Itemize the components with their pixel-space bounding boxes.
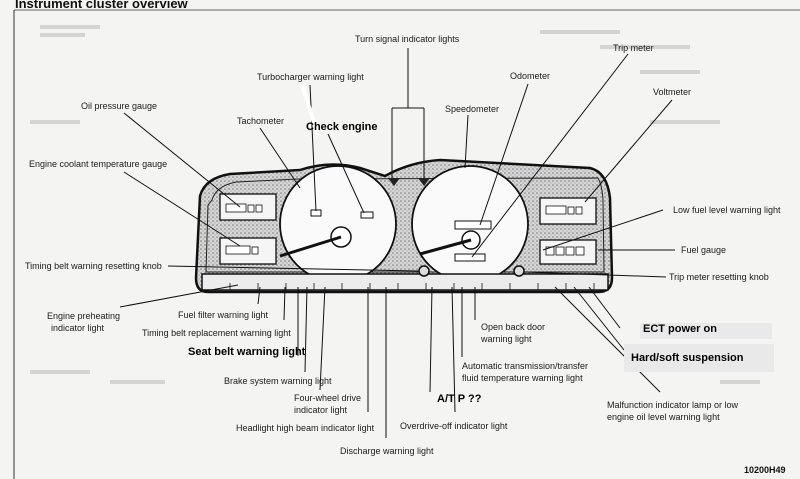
check-engine-lamp [360, 211, 374, 219]
suspension-overlay [624, 344, 774, 372]
label-high-beam: Headlight high beam indicator light [236, 423, 375, 433]
coolant-temp-bars [225, 245, 259, 255]
label-low-fuel: Low fuel level warning light [673, 205, 781, 215]
label-timing-belt-knob: Timing belt warning resetting knob [25, 261, 162, 271]
label-coolant-temp: Engine coolant temperature gauge [29, 159, 168, 169]
turn-signal-right-arrow [418, 178, 430, 186]
label-at-temp-2: fluid temperature warning light [462, 373, 583, 383]
label-oil-pressure: Oil pressure gauge [81, 101, 158, 111]
cluster-housing-inner [205, 177, 605, 273]
label-fuel-gauge: Fuel gauge [681, 245, 727, 255]
faded-background [30, 25, 760, 384]
ect-overlay [640, 323, 772, 339]
figure-code: 10200H49 [744, 465, 786, 475]
label-malfunction-2: engine oil level warning light [607, 412, 720, 422]
label-engine-preheat-2: indicator light [51, 323, 105, 333]
label-tachometer: Tachometer [237, 116, 285, 126]
white-highlight-stroke [300, 84, 320, 136]
label-engine-preheat-1: Engine preheating [47, 311, 121, 321]
turn-signal-left-arrow [388, 178, 400, 186]
trip-reset-knob [513, 265, 525, 277]
annotation-seat-belt: Seat belt warning light [188, 346, 306, 358]
annotation-atp: A/T P ?? [437, 393, 482, 405]
label-at-temp-1: Automatic transmission/transfer [462, 361, 589, 371]
oil-pressure-bars [225, 203, 263, 213]
label-trip-meter: Trip meter [613, 43, 654, 53]
label-trip-reset: Trip meter resetting knob [669, 272, 769, 282]
annotation-suspension: Hard/soft suspension [631, 352, 744, 364]
trip-meter-window [454, 220, 492, 230]
warning-light-strip [201, 273, 609, 291]
page-title: Instrument cluster overview [15, 0, 188, 11]
label-timing-belt-replace: Timing belt replacement warning light [142, 328, 291, 338]
label-voltmeter: Voltmeter [653, 87, 692, 97]
label-discharge: Discharge warning light [340, 446, 434, 456]
fuel-gauge-bars [545, 246, 585, 256]
annotation-check-engine: Check engine [306, 121, 378, 133]
label-open-door-1: Open back door [481, 322, 546, 332]
label-turbocharger: Turbocharger warning light [257, 72, 364, 82]
annotation-ect-power: ECT power on [643, 323, 717, 335]
odometer-window [454, 253, 486, 262]
label-overdrive: Overdrive-off indicator light [400, 421, 508, 431]
voltmeter-bars [545, 205, 583, 215]
label-open-door-2: warning light [481, 334, 532, 344]
tachometer-needle [279, 235, 342, 258]
leader-lines [119, 48, 675, 438]
label-four-wd-1: Four-wheel drive [294, 393, 362, 403]
label-brake: Brake system warning light [224, 376, 332, 386]
label-malfunction-1: Malfunction indicator lamp or low [607, 400, 739, 410]
label-fuel-filter: Fuel filter warning light [178, 310, 269, 320]
label-turn-signal: Turn signal indicator lights [355, 34, 460, 44]
label-four-wd-2: indicator light [294, 405, 348, 415]
label-speedometer: Speedometer [445, 104, 500, 114]
speedometer-needle [419, 238, 472, 256]
coolant-temp-gauge [219, 237, 277, 265]
timing-belt-reset-knob [418, 265, 430, 277]
label-odometer: Odometer [510, 71, 551, 81]
